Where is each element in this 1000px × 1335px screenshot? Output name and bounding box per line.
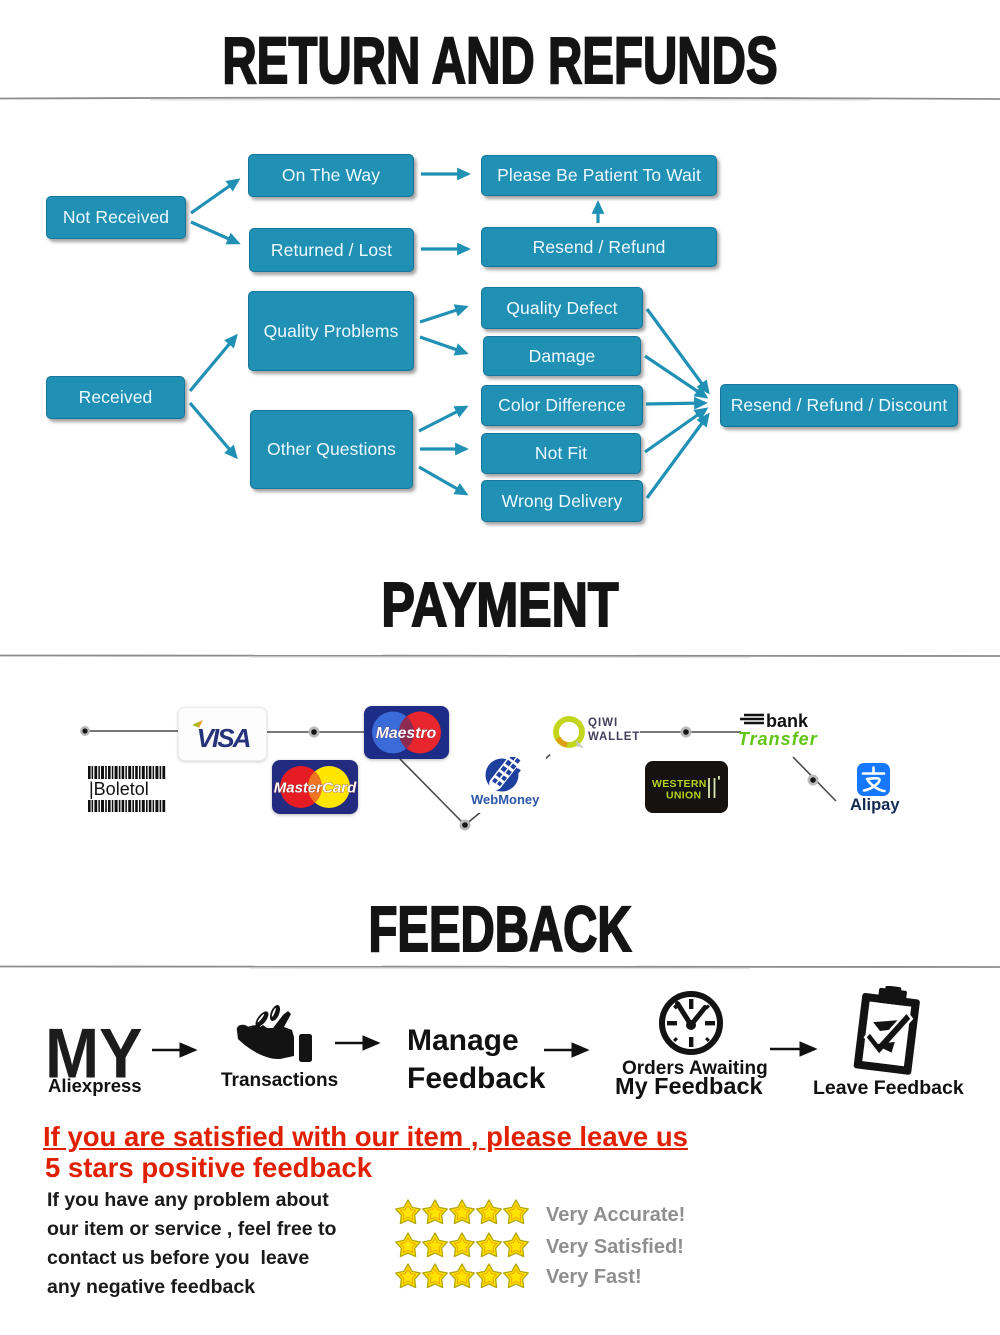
svg-text:WebMoney: WebMoney bbox=[471, 792, 540, 807]
svg-text:Transfer: Transfer bbox=[738, 729, 818, 749]
svg-text:Maestro: Maestro bbox=[376, 725, 437, 742]
svg-text:WESTERN: WESTERN bbox=[652, 778, 707, 790]
svg-text:UNION: UNION bbox=[666, 790, 701, 802]
svg-text:bank: bank bbox=[766, 711, 809, 731]
svg-text:QIWI: QIWI bbox=[588, 717, 618, 729]
svg-text:VISA: VISA bbox=[197, 723, 250, 753]
svg-text:MasterCard: MasterCard bbox=[274, 780, 357, 797]
svg-text:WALLET: WALLET bbox=[588, 731, 640, 743]
